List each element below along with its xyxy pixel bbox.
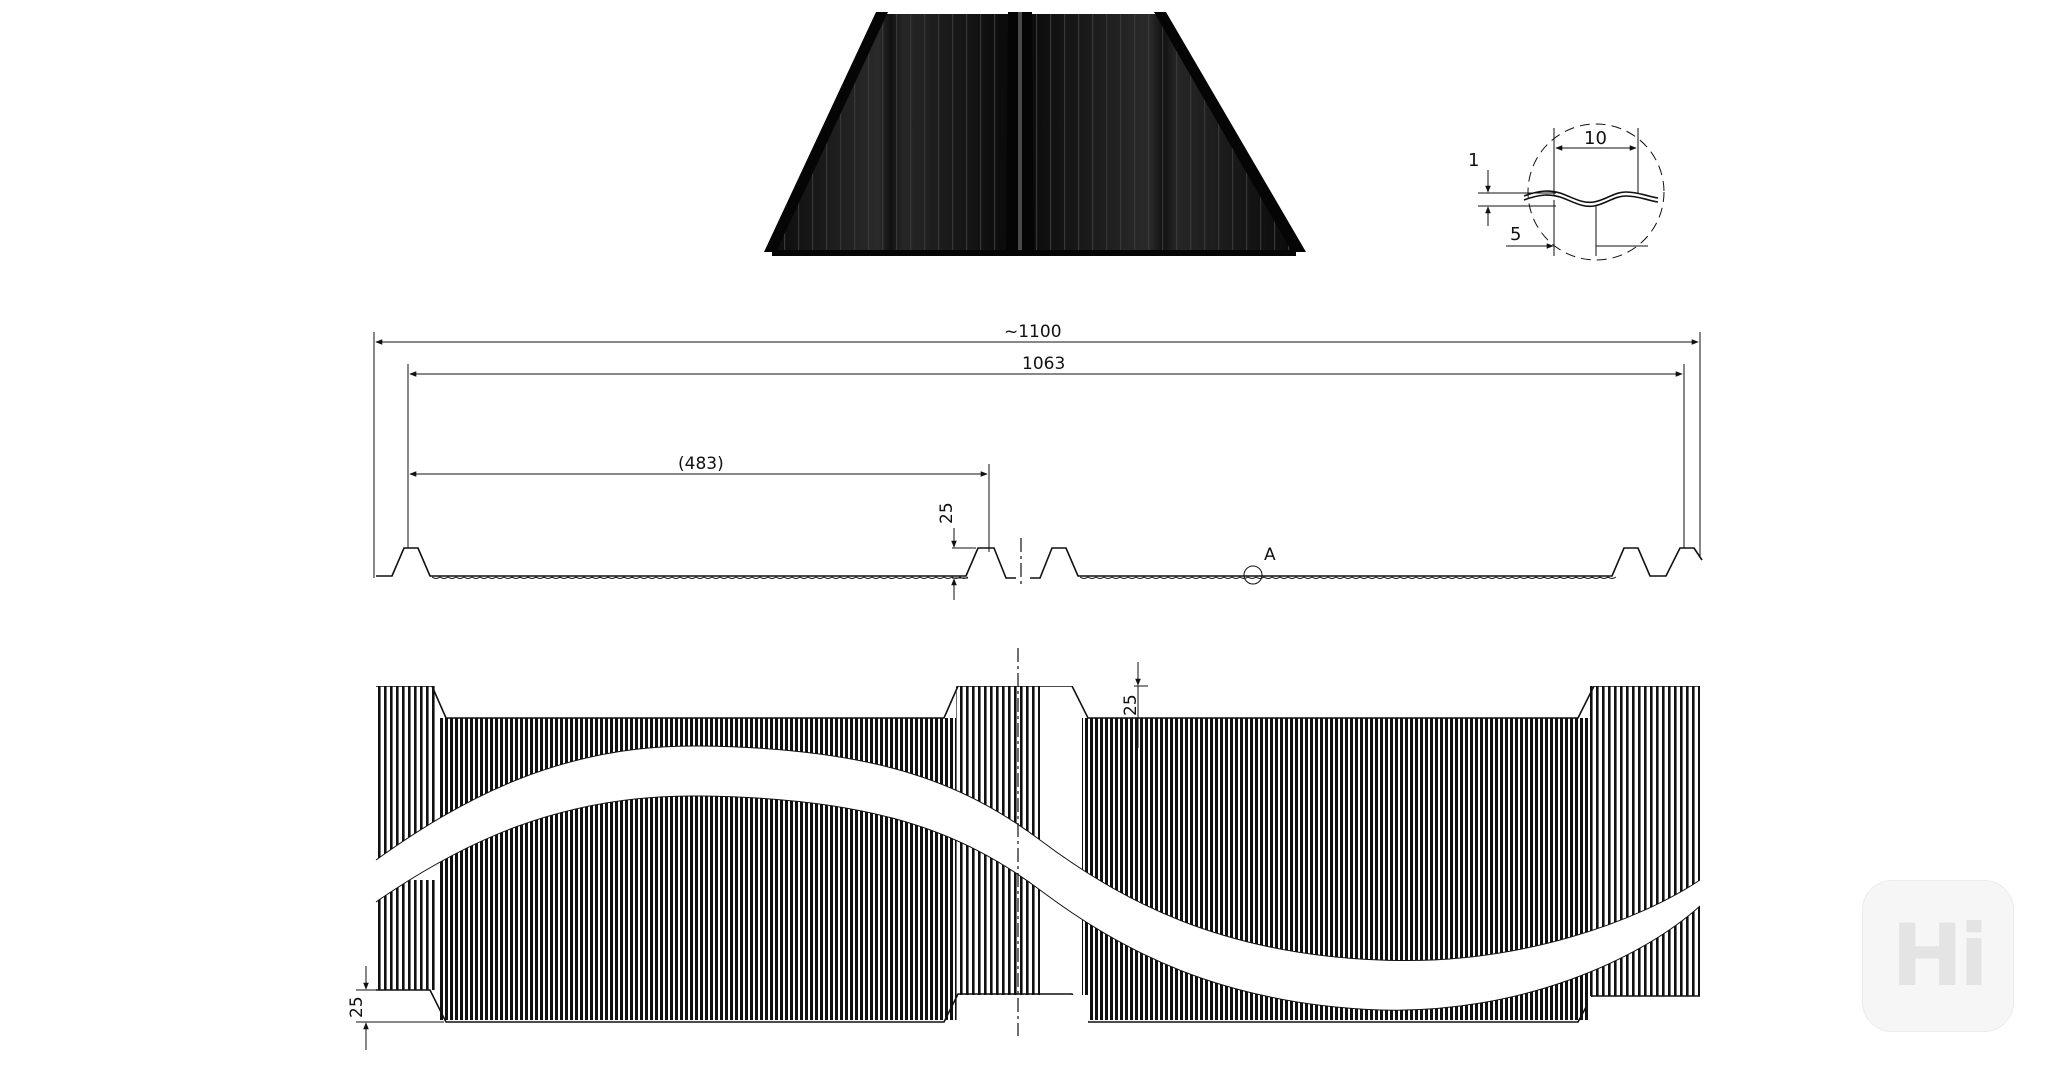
detail-depth-label: 1 xyxy=(1468,150,1479,171)
cross-section: ~1100 1063 (483) 25 A xyxy=(373,322,1703,600)
plan-view: 25 25 xyxy=(347,648,1701,1050)
plan-rib-height-label: 25 xyxy=(1121,694,1141,716)
detail-marker-label: A xyxy=(1264,545,1276,565)
detail-a: 10 1 5 xyxy=(1468,123,1665,261)
side-rib-height-label: 25 xyxy=(347,996,367,1018)
detail-half-pitch-label: 5 xyxy=(1510,224,1521,245)
rib-height-label: 25 xyxy=(937,502,957,524)
half-width-label: (483) xyxy=(678,454,724,474)
logo-text: Hi xyxy=(1891,906,1988,1006)
overall-width-label: ~1100 xyxy=(1004,322,1062,342)
panel-photo xyxy=(764,12,1306,256)
site-logo-watermark: Hi xyxy=(1862,880,2014,1032)
cover-width-label: 1063 xyxy=(1022,354,1065,374)
detail-pitch-label: 10 xyxy=(1584,128,1607,149)
